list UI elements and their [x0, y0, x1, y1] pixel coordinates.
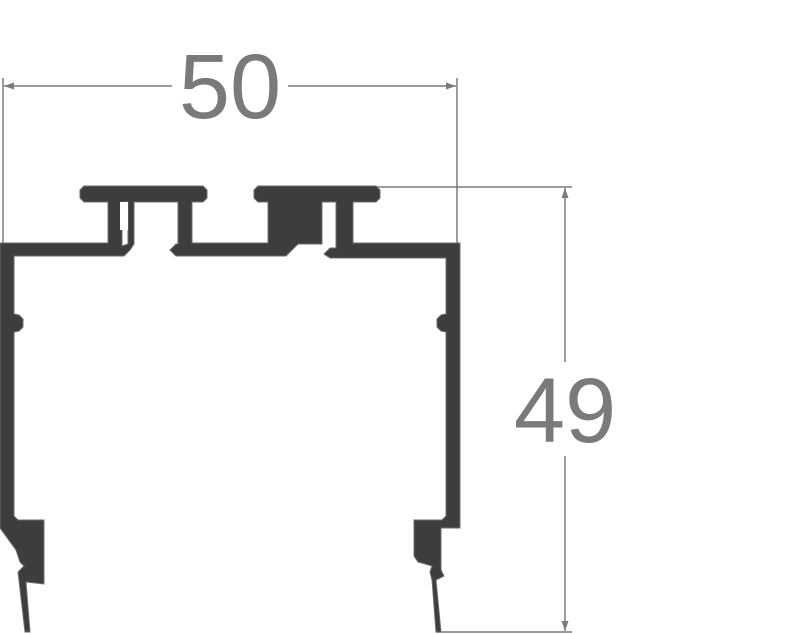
- top-flange-channel-left: [120, 202, 128, 230]
- width-dimension-label: 50: [179, 36, 281, 138]
- profile-cross-section: [0, 185, 461, 633]
- height-dimension-label: 49: [514, 360, 616, 462]
- width-dimension: 50: [2, 36, 458, 244]
- profile-shape: [0, 185, 461, 633]
- height-dimension: 49: [340, 186, 616, 633]
